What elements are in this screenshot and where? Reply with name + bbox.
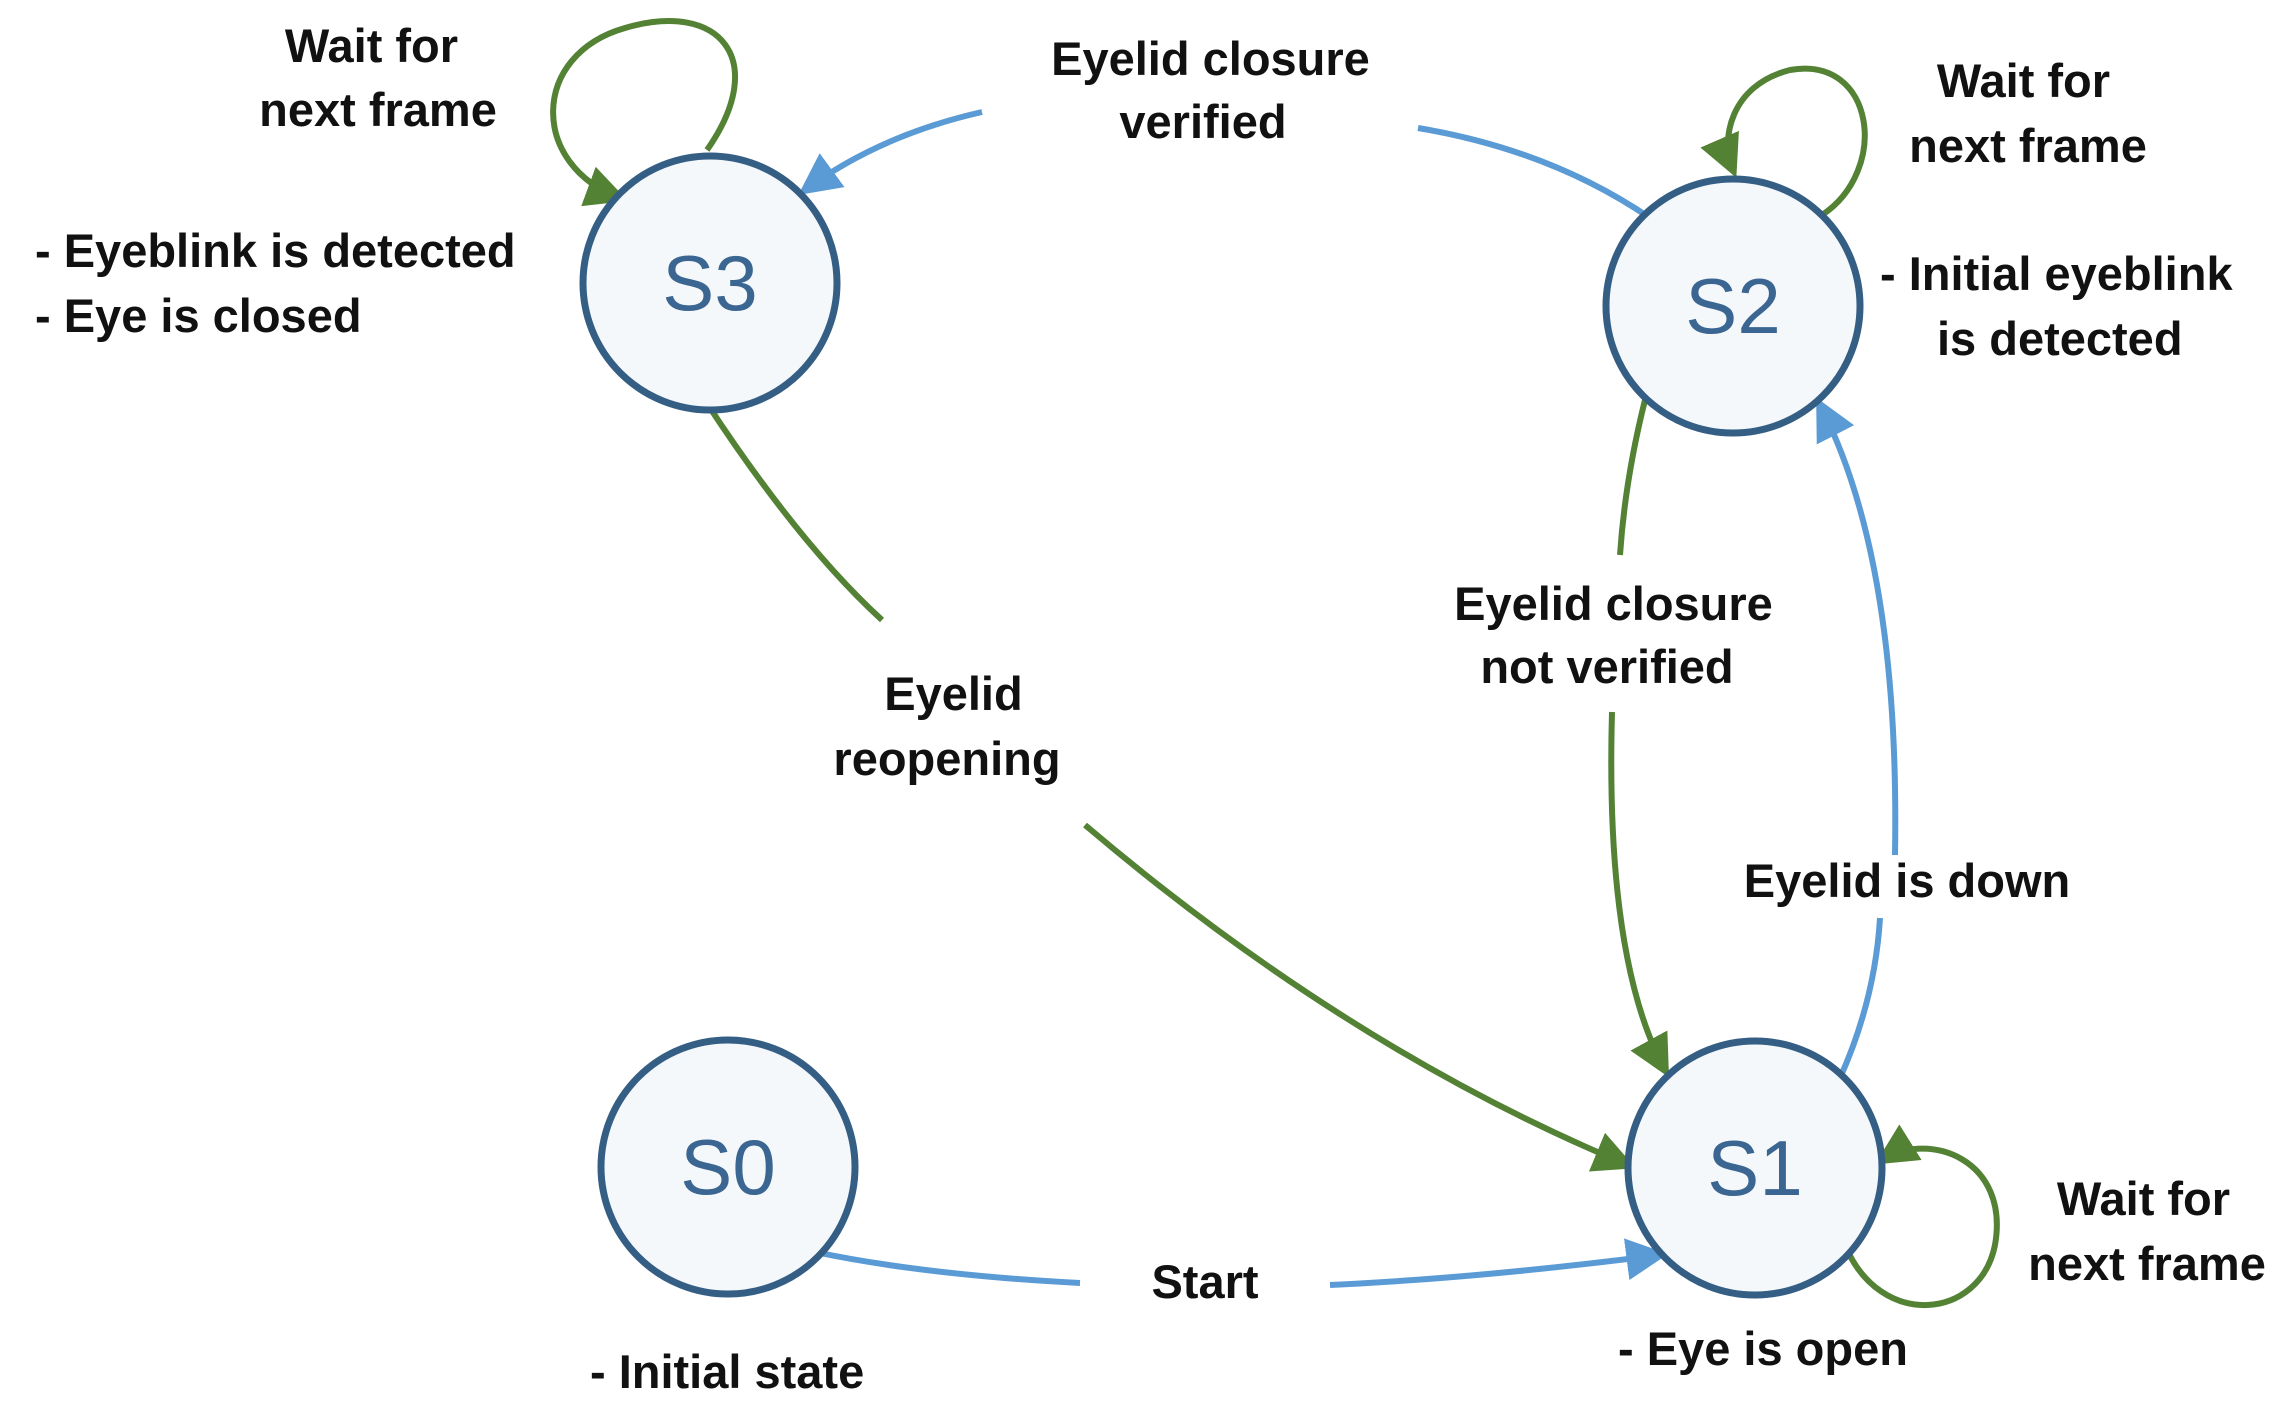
- state-s0: S0: [597, 1036, 859, 1298]
- edge-closure-not-verified-lower: [1608, 711, 1670, 1078]
- loop-s3-wait: [550, 18, 738, 207]
- edge-closure-verified-right: [1417, 125, 1652, 221]
- note-s0: - Initial state: [590, 1345, 864, 1398]
- state-s3: S3: [579, 152, 841, 414]
- edge-reopening-upper: [705, 403, 885, 623]
- note-s2: - Initial eyeblink is detected: [1880, 247, 2246, 365]
- edge-closure-verified-left: [798, 109, 983, 195]
- label-wait-s2: Wait for next frame: [1909, 54, 2147, 172]
- loop-s1-wait: [1842, 1124, 2000, 1309]
- state-s2-label: S2: [1685, 262, 1780, 350]
- label-reopening: Eyelid reopening: [833, 667, 1060, 785]
- edge-reopening-lower: [1083, 822, 1636, 1172]
- label-closure-verified: Eyelid closure verified: [1051, 32, 1383, 148]
- state-s0-label: S0: [680, 1123, 775, 1211]
- note-s3: - Eyeblink is detected - Eye is closed: [35, 224, 529, 342]
- state-s1-label: S1: [1707, 1124, 1802, 1212]
- state-s3-label: S3: [662, 239, 757, 327]
- edge-start-segment: [814, 1249, 1081, 1286]
- loop-s2-wait: [1700, 65, 1868, 218]
- label-start: Start: [1151, 1255, 1258, 1308]
- state-s1: S1: [1624, 1037, 1886, 1299]
- edge-closure-not-verified-upper: [1617, 399, 1648, 556]
- label-closure-not-verified: Eyelid closure not verified: [1454, 577, 1786, 693]
- label-wait-s3: Wait for next frame: [259, 19, 497, 136]
- label-wait-s1: Wait for next frame: [2028, 1172, 2266, 1290]
- edge-eyelid-down-upper: [1816, 397, 1899, 856]
- edge-start-arrow: [1329, 1238, 1669, 1288]
- state-s2: S2: [1602, 175, 1864, 437]
- edge-eyelid-down-lower: [1837, 917, 1883, 1080]
- label-eyelid-down: Eyelid is down: [1744, 854, 2070, 907]
- note-s1: - Eye is open: [1618, 1322, 1908, 1375]
